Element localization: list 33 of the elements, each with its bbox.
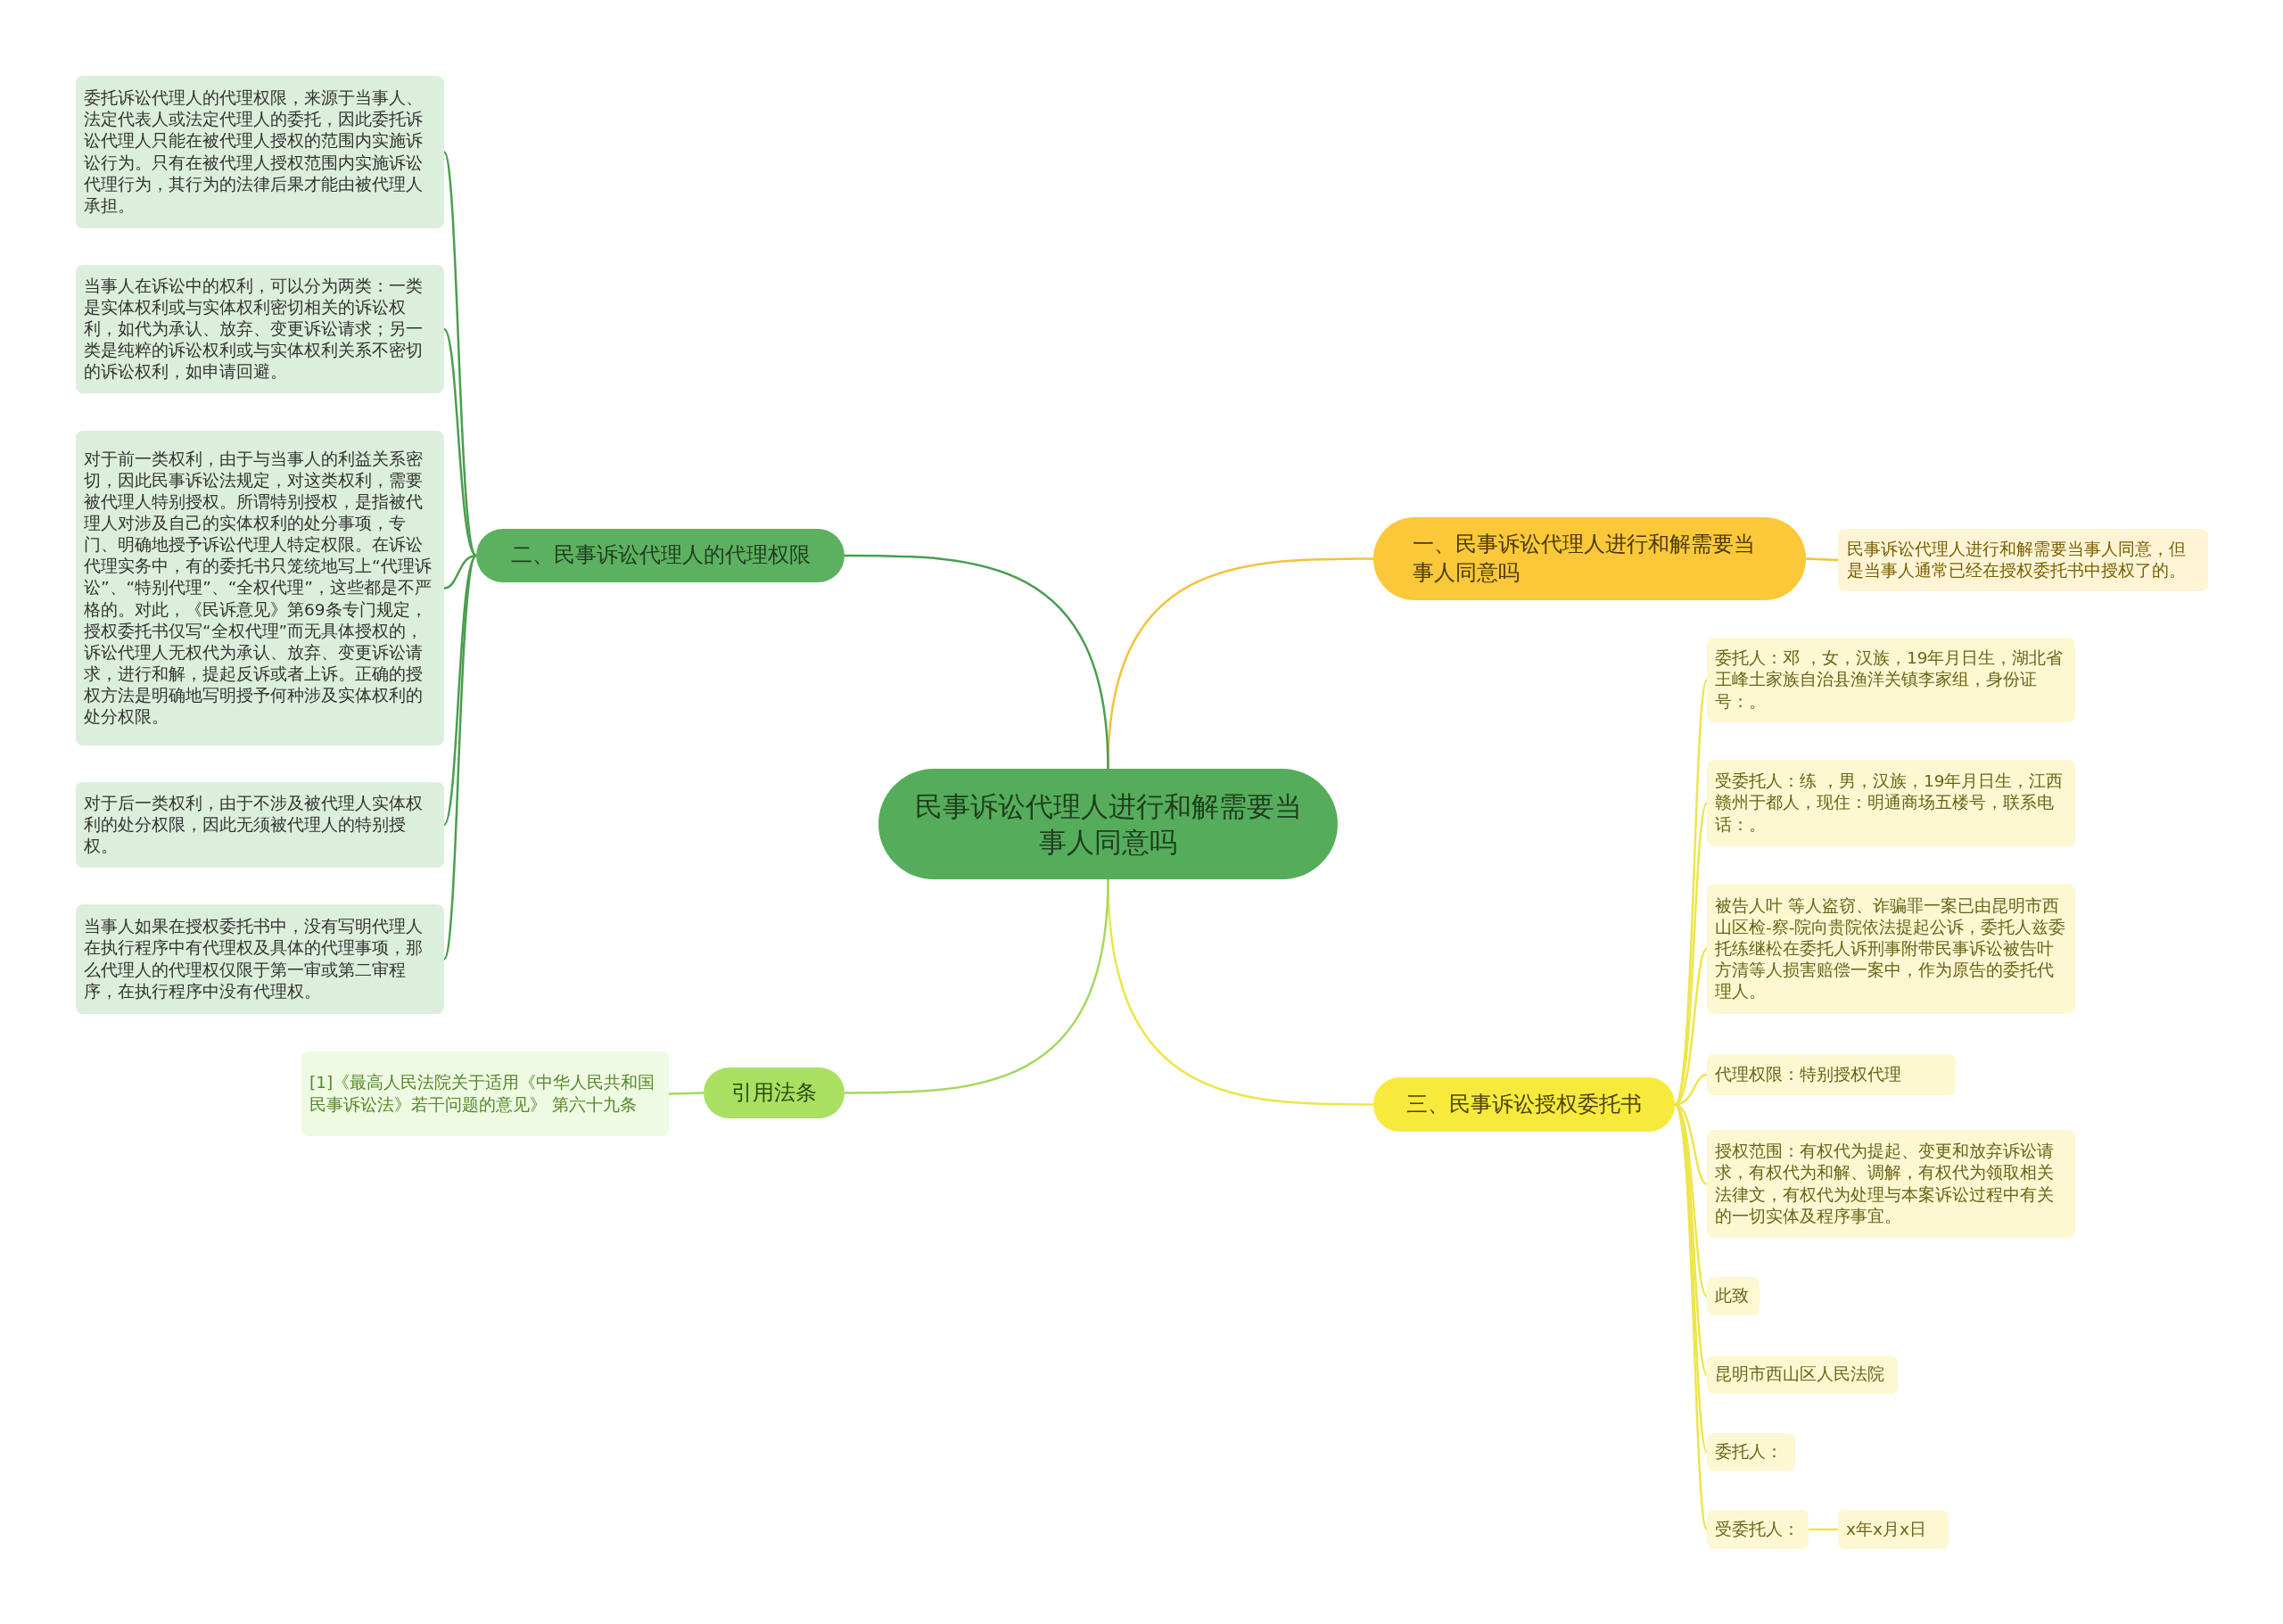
note-box: 委托人：邓 ，女，汉族，19年月日生，湖北省王峰土家族自治县渔洋关镇李家组，身份证号：。 bbox=[1707, 638, 2075, 722]
note-box: 委托诉讼代理人的代理权限，来源于当事人、法定代表人或法定代理人的委托，因此委托诉讼代理人只能在被代理人授权的范围内实施诉讼行为。只有在被代理人授权范围内实施诉讼代理行为，其行为的法律后果才能由被代理人承担。 bbox=[76, 76, 444, 228]
citation-box: [1]《最高人民法院关于适用《中华人民共和国民事诉讼法》若干问题的意见》 第六十九条 bbox=[301, 1051, 669, 1136]
connector-line bbox=[1805, 557, 1839, 562]
note-box: 对于后一类权利，由于不涉及被代理人实体权利的处分权限，因此无须被代理人的特别授权。 bbox=[76, 782, 444, 868]
connector-line bbox=[845, 554, 1109, 770]
note-box: 被告人叶 等人盗窃、诈骗罪一案已由昆明市西山区检-察-院向贵院依法提起公诉，委托人兹委托练继松在委托人诉刑事附带民事诉讼被告叶方清等人损害赔偿一案中，作为原告的委托代理人。 bbox=[1707, 884, 2075, 1014]
note-box: 对于前一类权利，由于与当事人的利益关系密切，因此民事诉讼法规定，对这类权利，需要被代理人特别授权。所谓特别授权，是指被代理人对涉及自己的实体权利的处分事项，专门、明确地授予诉讼代理人特定权限。在诉讼代理实务中，有的委托书只笼统地写上“代理诉讼”、“特别代理”、“全权代理”，这些都是不严格的。对此，《民诉意见》第69条专门规定，授权委托书仅写“全权代理”而无具体授权的，诉讼代理人无权代为承认、放弃、变更诉讼请求，进行和解，提起反诉或者上诉。正确的授权方法是明确地写明授予何种涉及实体权利的处分权限。 bbox=[76, 431, 444, 746]
note-box: 受委托人：练 ，男，汉族，19年月日生，江西赣州于都人，现住：明通商场五楼号，联系电话：。 bbox=[1707, 760, 2075, 846]
connector-line bbox=[442, 555, 478, 960]
branch-topic: 引用法条 bbox=[704, 1068, 845, 1118]
note-box: x年x月x日 bbox=[1838, 1510, 1949, 1549]
branch-topic: 二、民事诉讼代理人的代理权限 bbox=[476, 529, 845, 582]
note-box: 当事人在诉讼中的权利，可以分为两类：一类是实体权利或与实体权利密切相关的诉讼权利，如代为承认、放弃、变更诉讼请求；另一类是纯粹的诉讼权利或与实体权利关系不密切的诉讼权利，如申请回避。 bbox=[76, 265, 444, 393]
connector-line bbox=[1674, 802, 1709, 1106]
note-box: 委托人： bbox=[1707, 1433, 1795, 1471]
connector-line bbox=[443, 328, 477, 556]
connector-line bbox=[845, 878, 1109, 1094]
note-box: 昆明市西山区人民法院 bbox=[1707, 1356, 1898, 1394]
connector-line bbox=[442, 555, 477, 826]
note-box: 民事诉讼代理人进行和解需要当事人同意，但是当事人通常已经在授权委托书中授权了的。 bbox=[1838, 529, 2208, 591]
note-box: 当事人如果在授权委托书中，没有写明代理人在执行程序中有代理权及具体的代理事项，那么代理人的代理权仅限于第一审或第二审程序，在执行程序中没有代理权。 bbox=[76, 904, 444, 1014]
note-box: 受委托人： bbox=[1707, 1510, 1809, 1549]
connector-line bbox=[668, 1092, 705, 1095]
note-box: 此致 bbox=[1707, 1277, 1760, 1315]
central-topic: 民事诉讼代理人进行和解需要当事人同意吗 bbox=[878, 769, 1338, 879]
connector-line bbox=[443, 554, 477, 589]
connector-line bbox=[1673, 1103, 1709, 1530]
connector-line bbox=[1809, 1528, 1838, 1531]
note-box: 代理权限：特别授权代理 bbox=[1707, 1054, 1956, 1095]
branch-topic: 一、民事诉讼代理人进行和解需要当事人同意吗 bbox=[1373, 517, 1806, 600]
branch-topic: 三、民事诉讼授权委托书 bbox=[1373, 1077, 1675, 1132]
note-box: 授权范围：有权代为提起、变更和放弃诉讼请求，有权代为和解、调解，有权代为领取相关法律文，有权代为处理与本案诉讼过程中有关的一切实体及程序事宜。 bbox=[1707, 1130, 2075, 1238]
